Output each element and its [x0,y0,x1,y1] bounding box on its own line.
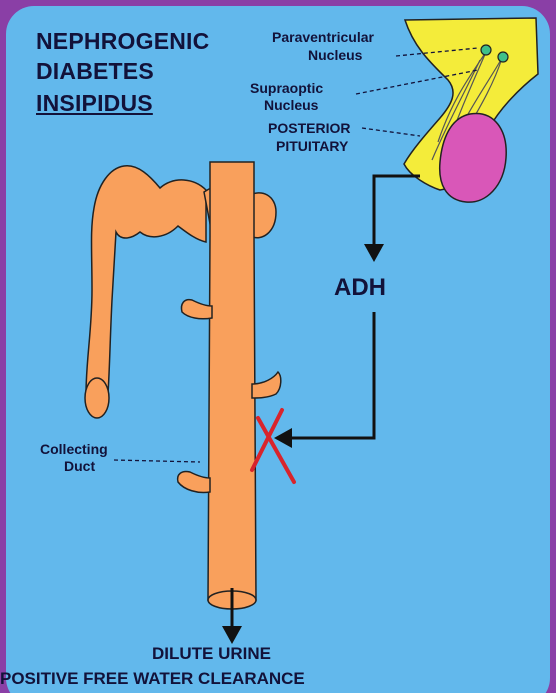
adh-label: ADH [334,276,386,300]
title-line-2: DIABETES [36,60,154,83]
pituitary-label: PITUITARY [276,139,348,153]
dilute-urine-label: DILUTE URINE [152,645,271,662]
supraoptic-nucleus-label: Nucleus [264,98,318,112]
duct-label: Duct [64,459,95,473]
posterior-label: POSTERIOR [268,121,350,135]
free-water-clearance-label: POSITIVE FREE WATER CLEARANCE [0,670,305,687]
title-line-3: INSIPIDUS [36,92,153,115]
collecting-label: Collecting [40,442,108,456]
supraoptic-nucleus-icon [498,52,508,62]
paraventricular-nucleus-label: Nucleus [308,48,362,62]
supraoptic-label: Supraoptic [250,81,323,95]
paraventricular-nucleus-icon [481,45,491,55]
paraventricular-label: Paraventricular [272,30,374,44]
title-line-1: NEPHROGENIC [36,30,209,53]
